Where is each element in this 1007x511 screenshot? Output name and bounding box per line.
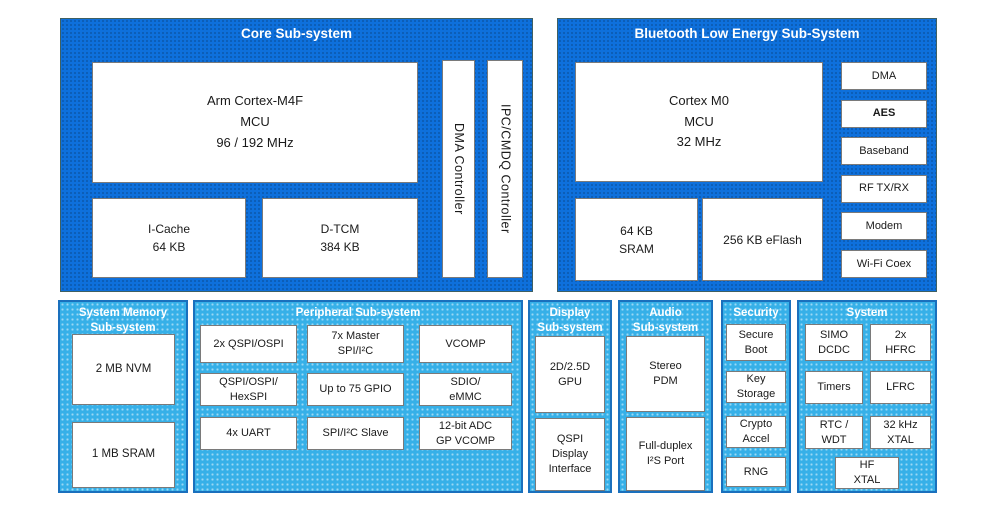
block-hf-xtal: HF XTAL <box>835 457 899 489</box>
block-secure-boot: Secure Boot <box>726 324 786 361</box>
display-subsystem-title: Display Sub-system <box>537 307 603 334</box>
core-subsystem-title: Core Sub-system <box>240 26 353 41</box>
block-ble-aes: AES <box>841 99 927 128</box>
block-vcomp: VCOMP <box>419 325 512 363</box>
block-qspi-display-interface: QSPI Display Interface <box>535 418 605 491</box>
audio-subsystem-title: Audio Sub-system <box>632 307 699 334</box>
block-stereo-pdm: Stereo PDM <box>626 336 705 412</box>
block-key-storage: Key Storage <box>726 371 786 403</box>
block-4x-uart: 4x UART <box>200 417 297 450</box>
block-qspi-ospi-hexspi: QSPI/OSPI/ HexSPI <box>200 373 297 406</box>
system-memory-title: System Memory Sub-system <box>78 307 168 334</box>
block-crypto-accel: Crypto Accel <box>726 416 786 448</box>
system-title: System <box>846 307 888 319</box>
block-rtc-wdt: RTC / WDT <box>805 416 863 449</box>
panel-display-subsystem: Display Sub-system 2D/2.5D GPU QSPI Disp… <box>528 300 612 493</box>
peripheral-subsystem-title: Peripheral Sub-system <box>295 307 421 319</box>
block-full-duplex-i2s: Full-duplex I²S Port <box>626 417 705 491</box>
block-1mb-sram: 1 MB SRAM <box>72 422 175 488</box>
block-sdio-emmc: SDIO/ eMMC <box>419 373 512 406</box>
block-dtcm-384kb: D-TCM 384 KB <box>262 198 418 278</box>
block-up-to-75-gpio: Up to 75 GPIO <box>307 373 404 406</box>
panel-ble-subsystem: Bluetooth Low Energy Sub-System Cortex M… <box>557 18 937 292</box>
block-ble-wifi-coex: Wi-Fi Coex <box>841 249 927 278</box>
block-timers: Timers <box>805 371 863 404</box>
panel-system: System SIMO DCDC 2x HFRC Timers LFRC RTC… <box>797 300 937 493</box>
block-2mb-nvm: 2 MB NVM <box>72 334 175 405</box>
block-2x-hfrc: 2x HFRC <box>870 324 931 361</box>
block-ble-rf-tx-rx: RF TX/RX <box>841 174 927 203</box>
block-simo-dcdc: SIMO DCDC <box>805 324 863 361</box>
block-spi-i2c-slave: SPI/I²C Slave <box>307 417 404 450</box>
block-32khz-xtal: 32 kHz XTAL <box>870 416 931 449</box>
panel-audio-subsystem: Audio Sub-system Stereo PDM Full-duplex … <box>618 300 713 493</box>
block-rng: RNG <box>726 457 786 487</box>
block-ble-dma: DMA <box>841 62 927 90</box>
block-ble-modem: Modem <box>841 212 927 241</box>
panel-peripheral-subsystem: Peripheral Sub-system 2x QSPI/OSPI 7x Ma… <box>193 300 523 493</box>
block-2x-qspi-ospi: 2x QSPI/OSPI <box>200 325 297 363</box>
ble-radio-stack: DMA AES Baseband RF TX/RX Modem Wi-Fi Co… <box>841 62 927 278</box>
block-7x-master-spi-i2c: 7x Master SPI/I²C <box>307 325 404 363</box>
panel-core-subsystem: Core Sub-system Arm Cortex-M4F MCU 96 / … <box>60 18 533 292</box>
panel-system-memory-subsystem: System Memory Sub-system 2 MB NVM 1 MB S… <box>58 300 188 493</box>
block-ipc-cmdq-controller: IPC/CMDQ Controller <box>487 60 523 278</box>
block-2d-gpu: 2D/2.5D GPU <box>535 336 605 413</box>
block-ble-baseband: Baseband <box>841 137 927 166</box>
security-title: Security <box>733 307 779 319</box>
block-12bit-adc-gp-vcomp: 12-bit ADC GP VCOMP <box>419 417 512 450</box>
block-ble-64kb-sram: 64 KB SRAM <box>575 198 698 281</box>
panel-security: Security Secure Boot Key Storage Crypto … <box>721 300 791 493</box>
block-arm-cortex-m4f-mcu: Arm Cortex-M4F MCU 96 / 192 MHz <box>92 62 418 183</box>
block-icache-64kb: I-Cache 64 KB <box>92 198 246 278</box>
ble-subsystem-title: Bluetooth Low Energy Sub-System <box>634 26 860 41</box>
block-dma-controller: DMA Controller <box>442 60 475 278</box>
block-ble-256kb-eflash: 256 KB eFlash <box>702 198 823 281</box>
block-lfrc: LFRC <box>870 371 931 404</box>
block-cortex-m0-mcu: Cortex M0 MCU 32 MHz <box>575 62 823 182</box>
